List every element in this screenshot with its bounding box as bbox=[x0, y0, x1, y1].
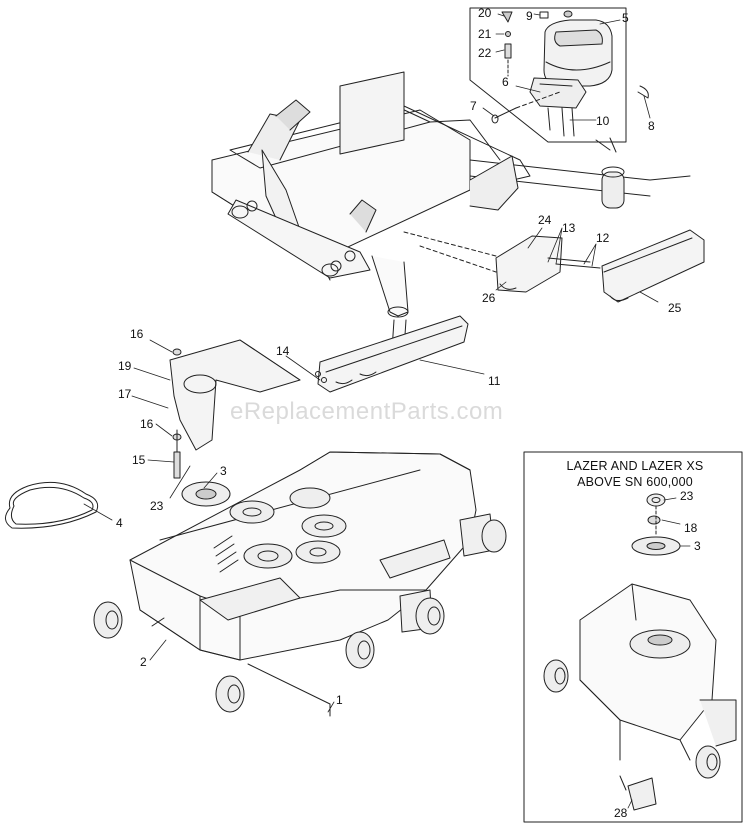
callout-16-top: 16 bbox=[130, 327, 144, 341]
pin-part bbox=[491, 91, 561, 124]
callout-6: 6 bbox=[502, 75, 509, 89]
callout-18: 18 bbox=[684, 521, 698, 535]
callout-5: 5 bbox=[622, 11, 629, 25]
callout-10: 10 bbox=[596, 114, 610, 128]
callout-15: 15 bbox=[132, 453, 146, 467]
belt-bracket-24 bbox=[403, 231, 601, 293]
top-inset-box bbox=[469, 7, 627, 143]
callout-8: 8 bbox=[648, 119, 655, 133]
callout-13: 13 bbox=[562, 221, 576, 235]
callout-17: 17 bbox=[118, 387, 132, 401]
callout-25: 25 bbox=[668, 301, 682, 315]
inset-title-line-2: ABOVE SN 600,000 bbox=[577, 475, 693, 489]
callout-4: 4 bbox=[116, 516, 123, 530]
callout-26: 26 bbox=[482, 291, 496, 305]
callout-19: 19 bbox=[118, 359, 132, 373]
callout-23-main: 23 bbox=[150, 499, 164, 513]
callout-24: 24 bbox=[538, 213, 552, 227]
callout-20: 20 bbox=[478, 6, 492, 20]
callout-2: 2 bbox=[140, 655, 147, 669]
console-part bbox=[543, 19, 613, 87]
callout-14: 14 bbox=[276, 344, 290, 358]
deck-cover-19 bbox=[169, 339, 301, 479]
bottom-inset-box bbox=[523, 451, 743, 823]
rail-25 bbox=[601, 229, 705, 303]
callout-28: 28 bbox=[614, 806, 628, 820]
inset-deck-detail bbox=[543, 493, 737, 811]
callout-3-inset: 3 bbox=[694, 539, 701, 553]
rail-11 bbox=[315, 315, 469, 393]
callout-7: 7 bbox=[470, 99, 477, 113]
callout-12: 12 bbox=[596, 231, 610, 245]
callout-23-inset: 23 bbox=[680, 489, 694, 503]
mower-deck bbox=[93, 451, 507, 717]
inset-title-line-1: LAZER AND LAZER XS bbox=[566, 459, 704, 473]
inset-title: LAZER AND LAZER XS ABOVE SN 600,000 bbox=[540, 458, 730, 490]
callout-1: 1 bbox=[336, 693, 343, 707]
callout-22: 22 bbox=[478, 46, 492, 60]
watermark: eReplacementParts.com bbox=[230, 398, 504, 425]
callout-11: 11 bbox=[488, 374, 501, 388]
callout-9: 9 bbox=[526, 9, 533, 23]
callout-21: 21 bbox=[478, 27, 492, 41]
leader-lines bbox=[83, 13, 691, 809]
frame-assembly bbox=[211, 71, 691, 351]
callout-3: 3 bbox=[220, 464, 227, 478]
belt-4 bbox=[5, 481, 99, 529]
callout-16-lower: 16 bbox=[140, 417, 154, 431]
